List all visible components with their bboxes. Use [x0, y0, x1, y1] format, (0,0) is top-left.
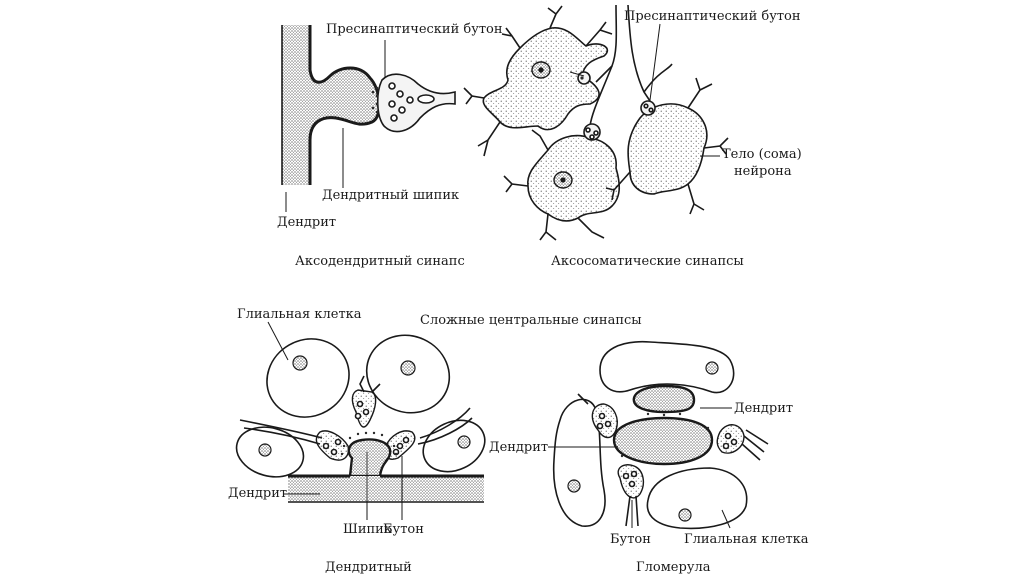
label-soma-line1: Тело (сома)	[722, 147, 802, 162]
glial-cell-4	[422, 419, 486, 473]
dendritic-panel: Глиальная клетка Дендрит Шипик Бутон Ден…	[228, 307, 486, 575]
vesicles-dendritic	[322, 400, 410, 456]
glial-cell-left	[552, 398, 606, 527]
glomerulus-dendrite-main	[612, 416, 714, 466]
label-dendritic-spine: Дендритный шипик	[322, 188, 459, 203]
axosomatic-panel: Пресинаптический бутон Тело (сома) нейро…	[463, 4, 802, 269]
dendritic-spine	[347, 438, 392, 478]
label-presynaptic-bouton-2: Пресинаптический бутон	[624, 9, 801, 24]
cleft-dots-dendritic	[340, 431, 398, 456]
glial-cell-top	[599, 340, 735, 394]
cleft-dots-glomerulus	[616, 412, 710, 458]
glial-cell-bottom	[646, 467, 748, 530]
neuron-soma-right	[627, 103, 708, 195]
synaptic-vesicles	[388, 82, 435, 122]
synaptic-cleft-dots	[371, 86, 379, 114]
label-dendrite: Дендрит	[277, 215, 336, 230]
label-spine: Шипик	[343, 522, 392, 537]
glomerulus-dendrite-top	[632, 384, 696, 414]
label-glial-cell-1: Глиальная клетка	[237, 307, 362, 322]
caption-dendritic: Дендритный	[325, 560, 412, 575]
label-glomerulus-glial: Глиальная клетка	[684, 532, 809, 547]
label-glomerulus-bouton: Бутон	[610, 532, 651, 547]
neuron-soma-top	[482, 27, 609, 131]
presynaptic-boutons	[577, 71, 656, 141]
caption-axodendritic: Аксодендритный синапс	[295, 254, 465, 269]
neuron-soma-left	[527, 134, 621, 222]
axodendritic-panel: Пресинаптический бутон Дендритный шипик …	[277, 22, 503, 269]
label-glomerulus-dendrite-right: Дендрит	[734, 401, 793, 416]
label-bouton: Бутон	[383, 522, 424, 537]
label-glomerulus-dendrite-left: Дендрит	[489, 440, 548, 455]
vesicles-glomerulus	[596, 412, 738, 488]
title-complex-synapses: Сложные центральные синапсы	[420, 313, 642, 328]
glomerulus-panel: Дендрит Дендрит Бутон Глиальная клетка Г…	[489, 340, 809, 575]
label-dendrite-2: Дендрит	[228, 486, 287, 501]
caption-axosomatic: Аксосоматические синапсы	[551, 254, 744, 269]
dendrite-bar	[288, 476, 484, 502]
label-soma-line2: нейрона	[734, 164, 792, 179]
caption-glomerulus: Гломерула	[636, 560, 711, 575]
label-presynaptic-bouton: Пресинаптический бутон	[326, 22, 503, 37]
dendrite-shaft	[282, 25, 380, 185]
glial-cell-1	[266, 338, 350, 418]
